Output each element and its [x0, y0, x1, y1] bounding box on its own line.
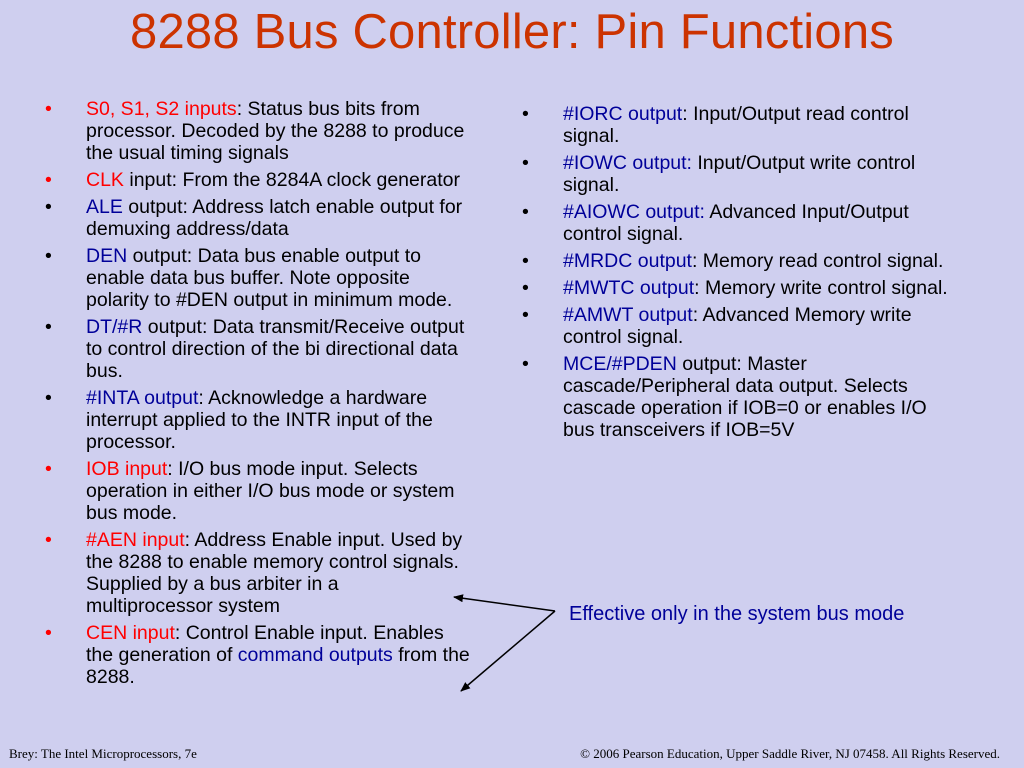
- pin-description: output: Master cascade/Peripheral data o…: [563, 353, 927, 441]
- right-list-item: • #IOWC output: Input/Output write contro…: [522, 152, 962, 196]
- bullet-icon: •: [522, 250, 529, 272]
- pin-description: output: Data bus enable output to enable…: [86, 245, 453, 311]
- pin-description: : Status bus bits from processor. Decode…: [86, 98, 465, 164]
- slide-title: 8288 Bus Controller: Pin Functions: [130, 5, 894, 59]
- left-list-item: • DT/#R output: Data transmit/Receive out…: [45, 316, 470, 382]
- pin-description: : Advanced Memory write control signal.: [563, 304, 912, 348]
- right-list-item: • #IORC output: Input/Output read control…: [522, 103, 962, 147]
- pin-description: : Control Enable input. Enables the gene…: [86, 622, 444, 666]
- right-list-item: • #MWTC output: Memory write control sign…: [522, 277, 962, 299]
- pin-description: : I/O bus mode input. Selects operation …: [86, 458, 455, 524]
- left-list-item: • DEN output: Data bus enable output to e…: [45, 245, 470, 311]
- left-list-item: • IOB input: I/O bus mode input. Selects …: [45, 458, 470, 524]
- bullet-icon: •: [522, 277, 529, 299]
- pin-description: : Acknowledge a hardware interrupt appli…: [86, 387, 433, 453]
- bullet-icon: •: [522, 304, 529, 326]
- pin-description: : Input/Output read control signal.: [563, 103, 909, 147]
- pin-name: #MRDC output: [563, 250, 692, 272]
- pin-name: ALE: [86, 196, 123, 218]
- highlighted-term: command outputs: [237, 644, 393, 666]
- footer-copyright: © 2006 Pearson Education, Upper Saddle R…: [580, 746, 1000, 761]
- left-list-item: • S0, S1, S2 inputs: Status bus bits from…: [45, 98, 470, 164]
- bullet-icon: •: [522, 103, 529, 125]
- pin-name: DEN: [86, 245, 128, 267]
- pin-name: IOB input: [86, 458, 168, 480]
- left-list-item: • #INTA output: Acknowledge a hardware in…: [45, 387, 470, 453]
- pin-description-tail: from the 8288.: [86, 644, 470, 688]
- footer-book-title: Brey: The Intel Microprocessors, 7e: [9, 746, 197, 761]
- pin-name: #MWTC output: [563, 277, 695, 299]
- right-list-item: • MCE/#PDEN output: Master cascade/Periph…: [522, 353, 962, 441]
- pin-name: DT/#R: [86, 316, 143, 338]
- pin-name: #INTA output: [86, 387, 199, 409]
- pin-name: CEN input: [86, 622, 175, 644]
- bullet-icon: •: [45, 169, 52, 191]
- pin-name: #AIOWC output:: [563, 201, 705, 223]
- right-list-item: • #MRDC output: Memory read control signa…: [522, 250, 962, 272]
- bullet-icon: •: [522, 201, 529, 223]
- right-bullet-list: • #IORC output: Input/Output read control…: [522, 103, 962, 446]
- left-list-item: • CEN input: Control Enable input. Enable…: [45, 622, 470, 688]
- pin-description: Advanced Input/Output control signal.: [563, 201, 909, 245]
- pin-name: MCE/#PDEN: [563, 353, 677, 375]
- pin-name: #IOWC output:: [563, 152, 692, 174]
- pin-description: output: Address latch enable output for …: [86, 196, 463, 240]
- pin-name: CLK: [86, 169, 124, 191]
- pin-description: Input/Output write control signal.: [563, 152, 916, 196]
- pin-description: : Address Enable input. Used by the 8288…: [86, 529, 463, 617]
- bullet-icon: •: [522, 353, 529, 375]
- bullet-icon: •: [45, 529, 52, 551]
- bullet-icon: •: [45, 622, 52, 644]
- bullet-icon: •: [45, 245, 52, 267]
- pin-name: #AEN input: [86, 529, 185, 551]
- pin-name: #IORC output: [563, 103, 683, 125]
- bullet-icon: •: [45, 387, 52, 409]
- bullet-icon: •: [45, 98, 52, 120]
- left-bullet-list: • S0, S1, S2 inputs: Status bus bits from…: [45, 98, 470, 693]
- pin-description: : Memory write control signal.: [694, 277, 948, 299]
- pin-description: : Memory read control signal.: [691, 250, 944, 272]
- bullet-icon: •: [45, 458, 52, 480]
- pin-description: input: From the 8284A clock generator: [123, 169, 460, 191]
- left-list-item: • #AEN input: Address Enable input. Used …: [45, 529, 470, 617]
- system-bus-mode-note: Effective only in the system bus mode: [569, 603, 905, 625]
- arrow-to-cen-input: [460, 610, 556, 692]
- pin-name: #AMWT output: [563, 304, 693, 326]
- bullet-icon: •: [45, 196, 52, 218]
- left-list-item: • ALE output: Address latch enable output…: [45, 196, 470, 240]
- right-list-item: • #AIOWC output: Advanced Input/Output co…: [522, 201, 962, 245]
- bullet-icon: •: [522, 152, 529, 174]
- left-list-item: • CLK input: From the 8284A clock generat…: [45, 169, 470, 191]
- right-list-item: • #AMWT output: Advanced Memory write con…: [522, 304, 962, 348]
- bullet-icon: •: [45, 316, 52, 338]
- pin-description: output: Data transmit/Receive output to …: [86, 316, 465, 382]
- pin-name: S0, S1, S2 inputs: [86, 98, 237, 120]
